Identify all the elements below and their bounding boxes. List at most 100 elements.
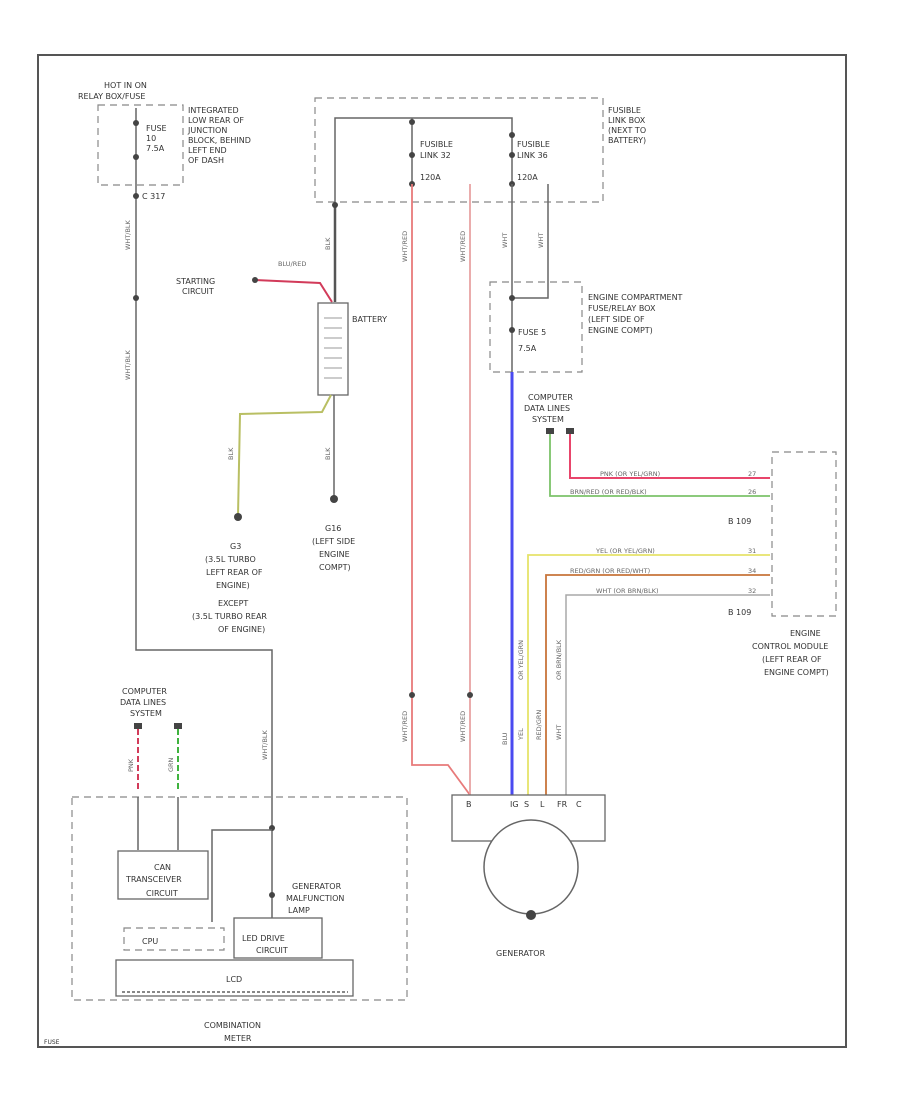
svg-text:ENGINE): ENGINE) <box>216 581 250 590</box>
ground-wire-left <box>237 394 332 517</box>
splice-dot <box>509 327 515 333</box>
splice-dot <box>409 119 415 125</box>
svg-text:COMBINATION: COMBINATION <box>204 1021 261 1030</box>
wire-wht-ecm <box>565 594 770 795</box>
computer-data-lines-top-label: COMPUTER DATA LINES SYSTEM <box>524 393 573 424</box>
wire-red-grn-ecm <box>545 574 770 795</box>
engine-compartment-box-label: ENGINE COMPARTMENT FUSE/RELAY BOX (LEFT … <box>588 293 683 335</box>
splice-dot <box>133 154 139 160</box>
svg-text:FUSE 5: FUSE 5 <box>518 328 546 337</box>
svg-text:STARTING: STARTING <box>176 277 215 286</box>
svg-text:CONTROL MODULE: CONTROL MODULE <box>752 642 828 651</box>
combination-meter-label: COMBINATION METER <box>204 1021 261 1043</box>
svg-text:7.5A: 7.5A <box>146 144 165 153</box>
fusible-link-36-label: FUSIBLE LINK 36 120A <box>517 140 550 182</box>
wire-pnk-ecm <box>569 434 770 479</box>
svg-text:FUSIBLE: FUSIBLE <box>420 140 453 149</box>
svg-text:10: 10 <box>146 134 156 143</box>
svg-text:ENGINE COMPT): ENGINE COMPT) <box>764 668 829 677</box>
diagram-frame <box>37 54 847 1048</box>
wire-label: RED/GRN <box>535 710 543 740</box>
ecm-pin-34: 34 <box>748 567 756 575</box>
wire-label: WHT <box>555 725 563 740</box>
wire-label: WHT/RED <box>459 711 467 742</box>
diagram-id: FUSE <box>44 1039 60 1046</box>
wire-label: PNK <box>127 758 135 772</box>
splice-dot <box>409 152 415 158</box>
wire-label: WHT/BLK <box>124 349 132 380</box>
svg-text:LAMP: LAMP <box>288 906 310 915</box>
can-transceiver-label: CAN TRANSCEIVER CIRCUIT <box>125 863 182 898</box>
svg-text:EXCEPT: EXCEPT <box>218 599 248 608</box>
splice-dot <box>252 277 258 283</box>
svg-text:ENGINE: ENGINE <box>319 550 350 559</box>
can-feed-wires <box>137 797 179 850</box>
relay-box-outline <box>97 104 184 186</box>
ground-g16-label: G16 (LEFT SIDE ENGINE COMPT) <box>312 524 355 572</box>
generator-ground <box>526 910 536 920</box>
fuse-5-label: FUSE 5 7.5A <box>518 328 546 353</box>
wire-label: WHT <box>537 233 545 248</box>
svg-text:COMPUTER: COMPUTER <box>528 393 573 402</box>
wire-label: BLK <box>227 447 235 460</box>
data-line-connector <box>134 723 142 729</box>
fusible-link-32-label: FUSIBLE LINK 32 120A <box>420 140 453 182</box>
data-line-connector <box>174 723 182 729</box>
svg-text:LINK 36: LINK 36 <box>517 151 548 160</box>
starting-circuit-wire <box>254 279 333 303</box>
svg-text:(3.5L TURBO: (3.5L TURBO <box>205 555 256 564</box>
wire-label: WHT/BLK <box>124 219 132 250</box>
connector-c317-label: C 317 <box>142 192 165 201</box>
svg-text:LEFT REAR OF: LEFT REAR OF <box>206 568 263 577</box>
battery-symbol <box>317 302 349 396</box>
hot-at-all-times-label: HOT IN ON <box>104 81 147 90</box>
starting-circuit-label: STARTING CIRCUIT <box>176 277 215 296</box>
ecm-pin-27: 27 <box>748 470 756 478</box>
svg-text:7.5A: 7.5A <box>518 344 537 353</box>
svg-text:ENGINE COMPT): ENGINE COMPT) <box>588 326 653 335</box>
ecm-pin-32: 32 <box>748 587 756 595</box>
wire-label: BLU/RED <box>278 260 306 268</box>
wire-label: BLK <box>324 447 332 460</box>
splice-dot <box>269 892 275 898</box>
ground-point-g3 <box>234 513 242 521</box>
lcd-label: LCD <box>226 975 242 984</box>
svg-text:GENERATOR: GENERATOR <box>292 882 342 891</box>
ecm-wire-red-grn: RED/GRN (OR RED/WHT) <box>570 567 650 575</box>
cpu-block <box>123 927 225 951</box>
svg-text:CIRCUIT: CIRCUIT <box>182 287 214 296</box>
svg-text:LOW REAR OF: LOW REAR OF <box>188 116 244 125</box>
fuse-5-loop-wire <box>512 184 549 299</box>
ecm-pin-26: 26 <box>748 488 756 496</box>
svg-text:METER: METER <box>224 1034 252 1043</box>
svg-text:(LEFT REAR OF: (LEFT REAR OF <box>762 655 822 664</box>
fuse-10-label: FUSE 10 7.5A <box>146 124 167 153</box>
svg-text:SYSTEM: SYSTEM <box>532 415 564 424</box>
svg-text:L: L <box>540 800 545 809</box>
svg-text:CAN: CAN <box>154 863 171 872</box>
svg-text:LED DRIVE: LED DRIVE <box>242 934 285 943</box>
svg-text:INTEGRATED: INTEGRATED <box>188 106 239 115</box>
svg-text:COMPT): COMPT) <box>319 563 351 572</box>
svg-text:FUSE: FUSE <box>146 124 167 133</box>
svg-text:OF DASH: OF DASH <box>188 156 224 165</box>
led-drive-circuit <box>233 917 323 959</box>
svg-text:LINK BOX: LINK BOX <box>608 116 646 125</box>
svg-text:COMPUTER: COMPUTER <box>122 687 167 696</box>
wire-label: OR YEL/GRN <box>517 640 525 680</box>
svg-text:CIRCUIT: CIRCUIT <box>256 946 288 955</box>
ecm-pin-31: 31 <box>748 547 756 555</box>
meter-internal-wire <box>211 829 272 922</box>
svg-text:B: B <box>466 800 472 809</box>
svg-text:(3.5L TURBO REAR: (3.5L TURBO REAR <box>192 612 267 621</box>
wire-label: WHT/RED <box>401 231 409 262</box>
svg-text:SYSTEM: SYSTEM <box>130 709 162 718</box>
svg-text:BATTERY): BATTERY) <box>608 136 646 145</box>
can-transceiver-circuit <box>117 850 209 900</box>
fusible-link-box-outline <box>314 97 604 203</box>
fusible-link-box-label: FUSIBLE LINK BOX (NEXT TO BATTERY) <box>608 106 646 145</box>
wire-yel-ecm <box>527 554 770 795</box>
splice-dot <box>133 295 139 301</box>
splice-dot <box>509 132 515 138</box>
